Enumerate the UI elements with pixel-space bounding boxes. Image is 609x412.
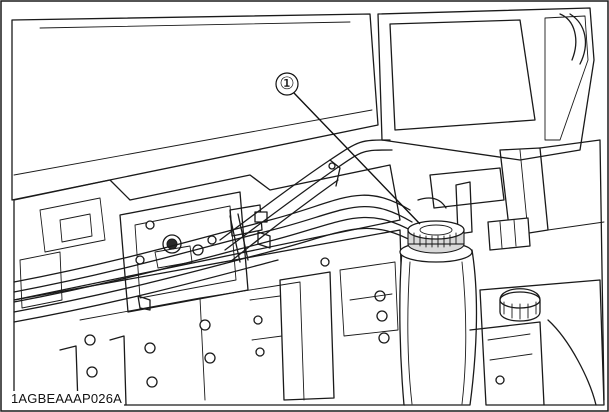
lower-block (13, 229, 406, 406)
radiator-cap (469, 279, 605, 406)
callout-leader (275, 72, 421, 225)
upper-left-panel (11, 13, 379, 201)
figure-code: 1AGBEAAAP026A (9, 391, 124, 406)
bracket-box (417, 167, 531, 251)
wiring-harness (13, 139, 415, 323)
reservoir-cap (407, 220, 465, 254)
coolant-reservoir (399, 241, 478, 406)
callout-number: ① (279, 74, 295, 94)
